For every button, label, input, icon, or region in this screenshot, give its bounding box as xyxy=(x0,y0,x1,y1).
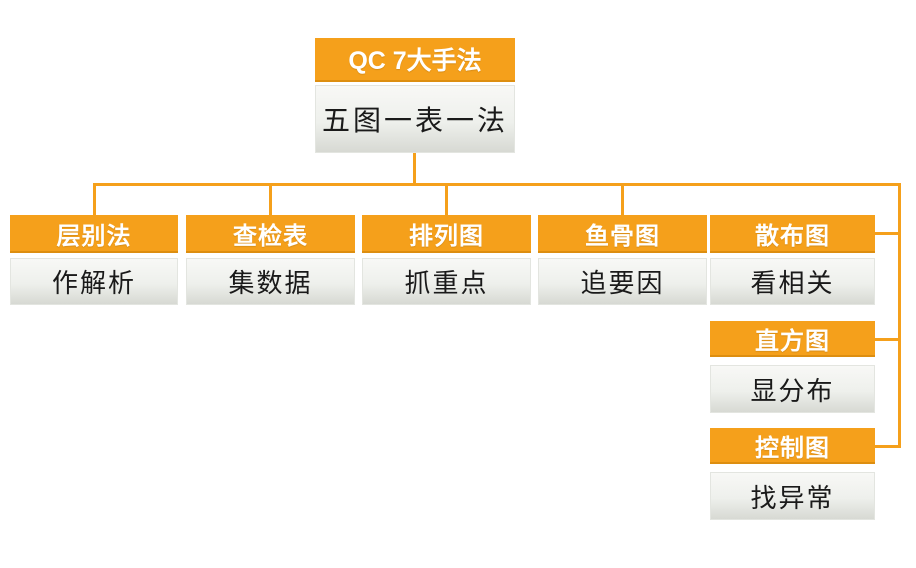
connector-stub-control-chart xyxy=(875,445,898,448)
node-desc-stratification: 作解析 xyxy=(10,258,178,305)
connector-drop-pareto xyxy=(445,183,448,215)
node-header-stratification: 层别法 xyxy=(10,215,178,253)
node-desc-fishbone: 追要因 xyxy=(538,258,707,305)
connector-main-horizontal xyxy=(93,183,901,186)
connector-drop-checksheet xyxy=(269,183,272,215)
node-header-checksheet: 查检表 xyxy=(186,215,355,253)
connector-stub-scatter xyxy=(875,232,898,235)
root-node-subtitle: 五图一表一法 xyxy=(315,85,515,153)
root-node-title: QC 7大手法 xyxy=(315,38,515,82)
node-header-pareto: 排列图 xyxy=(362,215,531,253)
node-desc-checksheet: 集数据 xyxy=(186,258,355,305)
connector-drop-fishbone xyxy=(621,183,624,215)
node-header-scatter: 散布图 xyxy=(710,215,875,253)
node-header-control-chart: 控制图 xyxy=(710,428,875,464)
node-desc-pareto: 抓重点 xyxy=(362,258,531,305)
connector-root-stem xyxy=(413,153,416,184)
node-desc-control-chart: 找异常 xyxy=(710,472,875,520)
node-desc-histogram: 显分布 xyxy=(710,365,875,413)
node-header-histogram: 直方图 xyxy=(710,321,875,357)
connector-drop-stratification xyxy=(93,183,96,215)
connector-right-vertical xyxy=(898,183,901,448)
node-desc-scatter: 看相关 xyxy=(710,258,875,305)
connector-stub-histogram xyxy=(875,338,898,341)
node-header-fishbone: 鱼骨图 xyxy=(538,215,707,253)
